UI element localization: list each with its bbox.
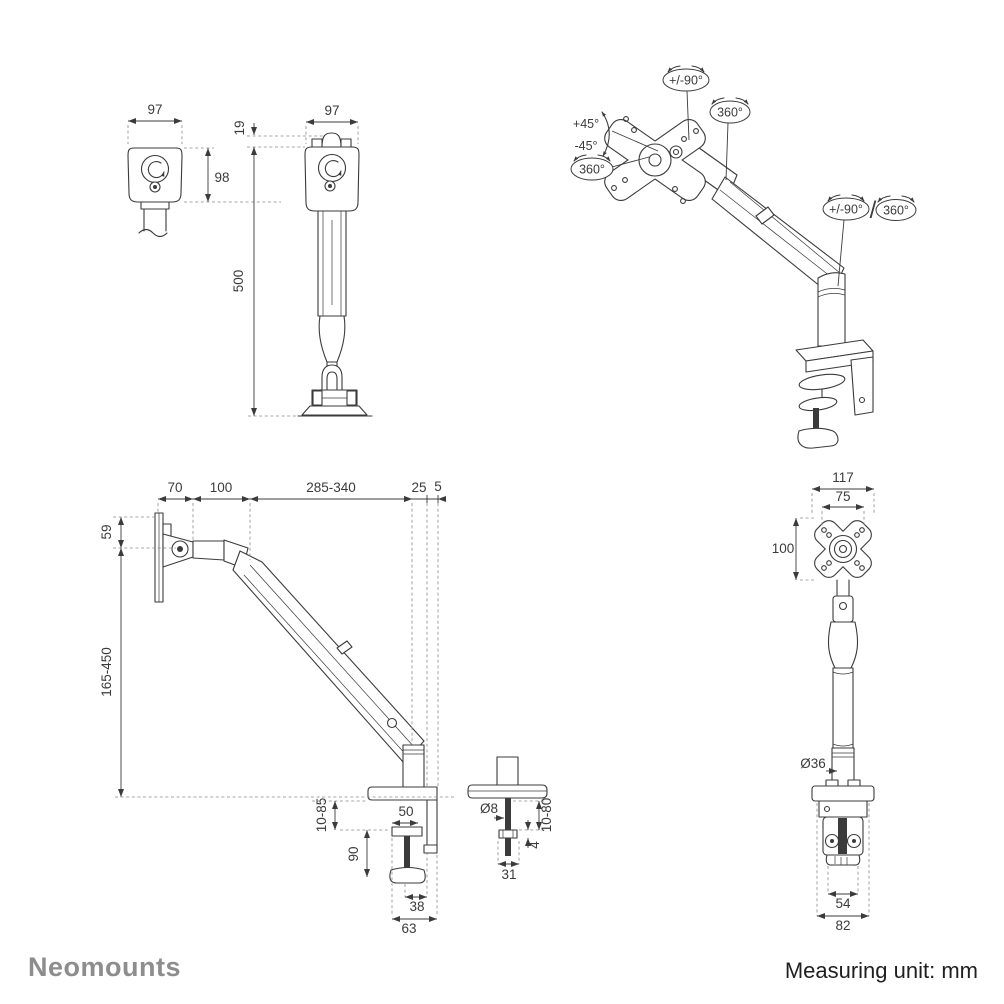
grommet-bolt	[505, 798, 511, 856]
annotation-vesa-rotation: 360°	[570, 154, 650, 181]
folded-arm-dim-cap: 19	[232, 120, 324, 148]
front-arm-dims: 117 75 100 Ø36 54 82	[772, 470, 875, 933]
vesa-plate-star	[604, 116, 706, 204]
dim-label: 38	[409, 899, 424, 914]
dim-label: Ø36	[800, 756, 826, 771]
clamp-jaw	[391, 826, 423, 837]
dim-label: 100	[772, 541, 795, 556]
annotation-base-swivel: +/-90° /	[822, 194, 877, 287]
brand-logo: Neomounts	[28, 952, 181, 982]
head-rear-drawing	[127, 147, 183, 238]
rotation-label: +/-90°	[829, 203, 863, 217]
dim-label: 98	[214, 170, 229, 185]
extended-arm-drawing	[154, 512, 438, 884]
dim-label: 4	[527, 841, 542, 849]
separator: /	[870, 197, 877, 224]
folded-arm-drawing	[297, 132, 373, 417]
dim-label: 100	[210, 480, 233, 495]
dim-label: 75	[835, 489, 850, 504]
head-rear-dim-width: 97	[127, 102, 183, 144]
tilt-up-label: +45°	[573, 117, 599, 131]
front-arm-drawing	[811, 520, 875, 866]
tilt-arc-arrow-icon	[601, 111, 610, 157]
dim-label: 97	[147, 102, 162, 117]
latch-handle	[336, 640, 353, 655]
dim-label: 63	[401, 921, 416, 936]
clamp-knob	[389, 866, 426, 884]
view-arm-perspective: +/-90° 360° 360° +45° -45° +/-90	[570, 65, 917, 449]
dim-label: 59	[99, 524, 114, 539]
perspective-arm-drawing	[604, 116, 874, 449]
dim-label: 50	[398, 804, 413, 819]
dim-label: 25	[411, 480, 426, 495]
clamp-knob	[797, 427, 839, 449]
view-arm-front: 117 75 100 Ø36 54 82	[772, 470, 875, 933]
rotation-label: 360°	[717, 106, 743, 120]
dim-label: 10-80	[539, 798, 554, 833]
dim-label: 5	[434, 479, 442, 494]
dim-label: Ø8	[480, 801, 498, 816]
dim-label: 500	[231, 270, 246, 293]
dim-label: 10-85	[314, 798, 329, 833]
head-rear-dim-height: 98	[184, 147, 281, 203]
rotate-arrow-icon	[324, 160, 342, 178]
vesa-plate-star	[814, 520, 872, 578]
rotate-arrow-icon	[147, 161, 165, 179]
dim-label: 70	[167, 480, 182, 495]
dim-label: 31	[501, 867, 516, 882]
cable-clip	[755, 206, 775, 225]
clamp-knob	[825, 854, 861, 866]
annotation-base-rotation: 360°	[875, 195, 917, 221]
dim-label: 19	[232, 120, 247, 135]
grommet-nut	[498, 829, 518, 839]
view-arm-extended-side: 70 100 285-340 25 5 59 165-450 10-85 50 …	[99, 479, 554, 936]
tilt-down-label: -45°	[574, 139, 597, 153]
annotation-arm-rotation: 360°	[709, 97, 751, 181]
view-head-rear: 97 98	[127, 102, 281, 238]
view-arm-folded-side: 97 19 500	[231, 103, 373, 417]
dim-label: 90	[346, 846, 361, 861]
annotation-tilt: +45° -45°	[573, 111, 659, 157]
dim-label: 165-450	[99, 647, 114, 697]
dim-label: 82	[835, 918, 850, 933]
dim-label: 285-340	[306, 480, 356, 495]
grommet-detail: Ø8 10-80 4 31	[467, 756, 554, 882]
rotation-label: 360°	[883, 204, 909, 218]
extended-arm-top-dims: 70 100 285-340 25 5	[157, 479, 446, 786]
folded-arm-dim-width: 97	[305, 103, 359, 144]
dim-label: 97	[324, 103, 339, 118]
measuring-unit-label: Measuring unit: mm	[784, 958, 978, 983]
annotation-head-swivel: +/-90°	[662, 65, 710, 141]
extended-arm-left-dims: 59 165-450	[99, 516, 455, 798]
clamp-detail-dims: 10-85 50 90 38 63	[312, 798, 438, 936]
dim-label: 54	[835, 896, 851, 911]
dim-label: 117	[832, 470, 854, 485]
rotation-label: 360°	[579, 163, 605, 177]
folded-arm-dim-height: 500	[231, 147, 298, 417]
rotation-label: +/-90°	[669, 74, 703, 88]
break-line	[138, 228, 168, 238]
